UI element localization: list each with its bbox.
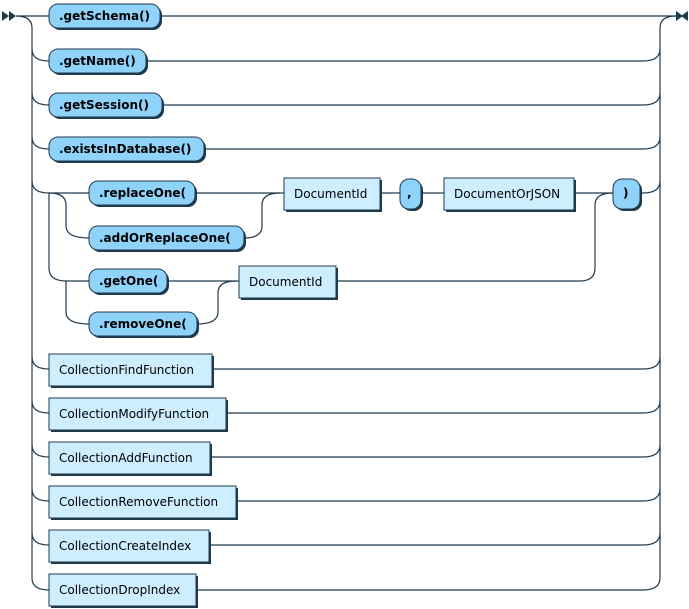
terminal-get-session: .getSession() [48, 92, 164, 119]
svg-text:CollectionFindFunction: CollectionFindFunction [59, 363, 194, 377]
svg-text:.getSession(): .getSession() [59, 98, 149, 112]
terminal-replace-one: .replaceOne( [88, 180, 197, 207]
svg-text:.getName(): .getName() [59, 54, 136, 68]
terminal-close-paren: ) [612, 178, 642, 211]
terminal-add-or-replace-one: .addOrReplaceOne( [88, 225, 246, 252]
svg-text:.getOne(: .getOne( [99, 274, 158, 288]
nonterminal-document-or-json: DocumentOrJSON [443, 177, 576, 212]
end-marker [676, 11, 688, 21]
nonterminal-document-id: DocumentId [283, 177, 382, 212]
svg-text:): ) [623, 186, 628, 200]
svg-text:CollectionAddFunction: CollectionAddFunction [59, 451, 193, 465]
terminal-get-name: .getName() [48, 48, 148, 75]
svg-text:.removeOne(: .removeOne( [99, 317, 187, 331]
svg-text:DocumentOrJSON: DocumentOrJSON [454, 187, 560, 201]
terminal-get-schema: .getSchema() [48, 3, 162, 30]
svg-text:.replaceOne(: .replaceOne( [99, 186, 186, 200]
svg-text:DocumentId: DocumentId [294, 187, 367, 201]
nonterminal-collection-create-index: CollectionCreateIndex [48, 529, 211, 564]
svg-text:CollectionModifyFunction: CollectionModifyFunction [59, 407, 209, 421]
nonterminal-collection-find-function: CollectionFindFunction [48, 353, 214, 388]
svg-text:CollectionDropIndex: CollectionDropIndex [59, 583, 180, 597]
svg-text:.existsInDatabase(): .existsInDatabase() [59, 142, 191, 156]
nonterminal-collection-drop-index: CollectionDropIndex [48, 573, 198, 608]
terminal-remove-one: .removeOne( [88, 311, 199, 338]
nonterminal-document-id-2: DocumentId [238, 265, 338, 300]
nonterminal-collection-modify-function: CollectionModifyFunction [48, 397, 228, 432]
terminal-exists-in-database: .existsInDatabase() [48, 136, 206, 163]
svg-text:,: , [407, 186, 412, 200]
nonterminal-collection-add-function: CollectionAddFunction [48, 441, 212, 476]
svg-text:DocumentId: DocumentId [249, 275, 322, 289]
terminal-get-one: .getOne( [88, 268, 169, 295]
svg-text:.addOrReplaceOne(: .addOrReplaceOne( [99, 231, 231, 245]
connector-lines [15, 15, 677, 591]
terminal-comma: , [399, 178, 423, 211]
svg-text:CollectionRemoveFunction: CollectionRemoveFunction [59, 495, 218, 509]
nonterminal-collection-remove-function: CollectionRemoveFunction [48, 485, 238, 520]
svg-text:.getSchema(): .getSchema() [59, 9, 150, 23]
start-marker [2, 11, 16, 21]
svg-text:CollectionCreateIndex: CollectionCreateIndex [59, 539, 191, 553]
